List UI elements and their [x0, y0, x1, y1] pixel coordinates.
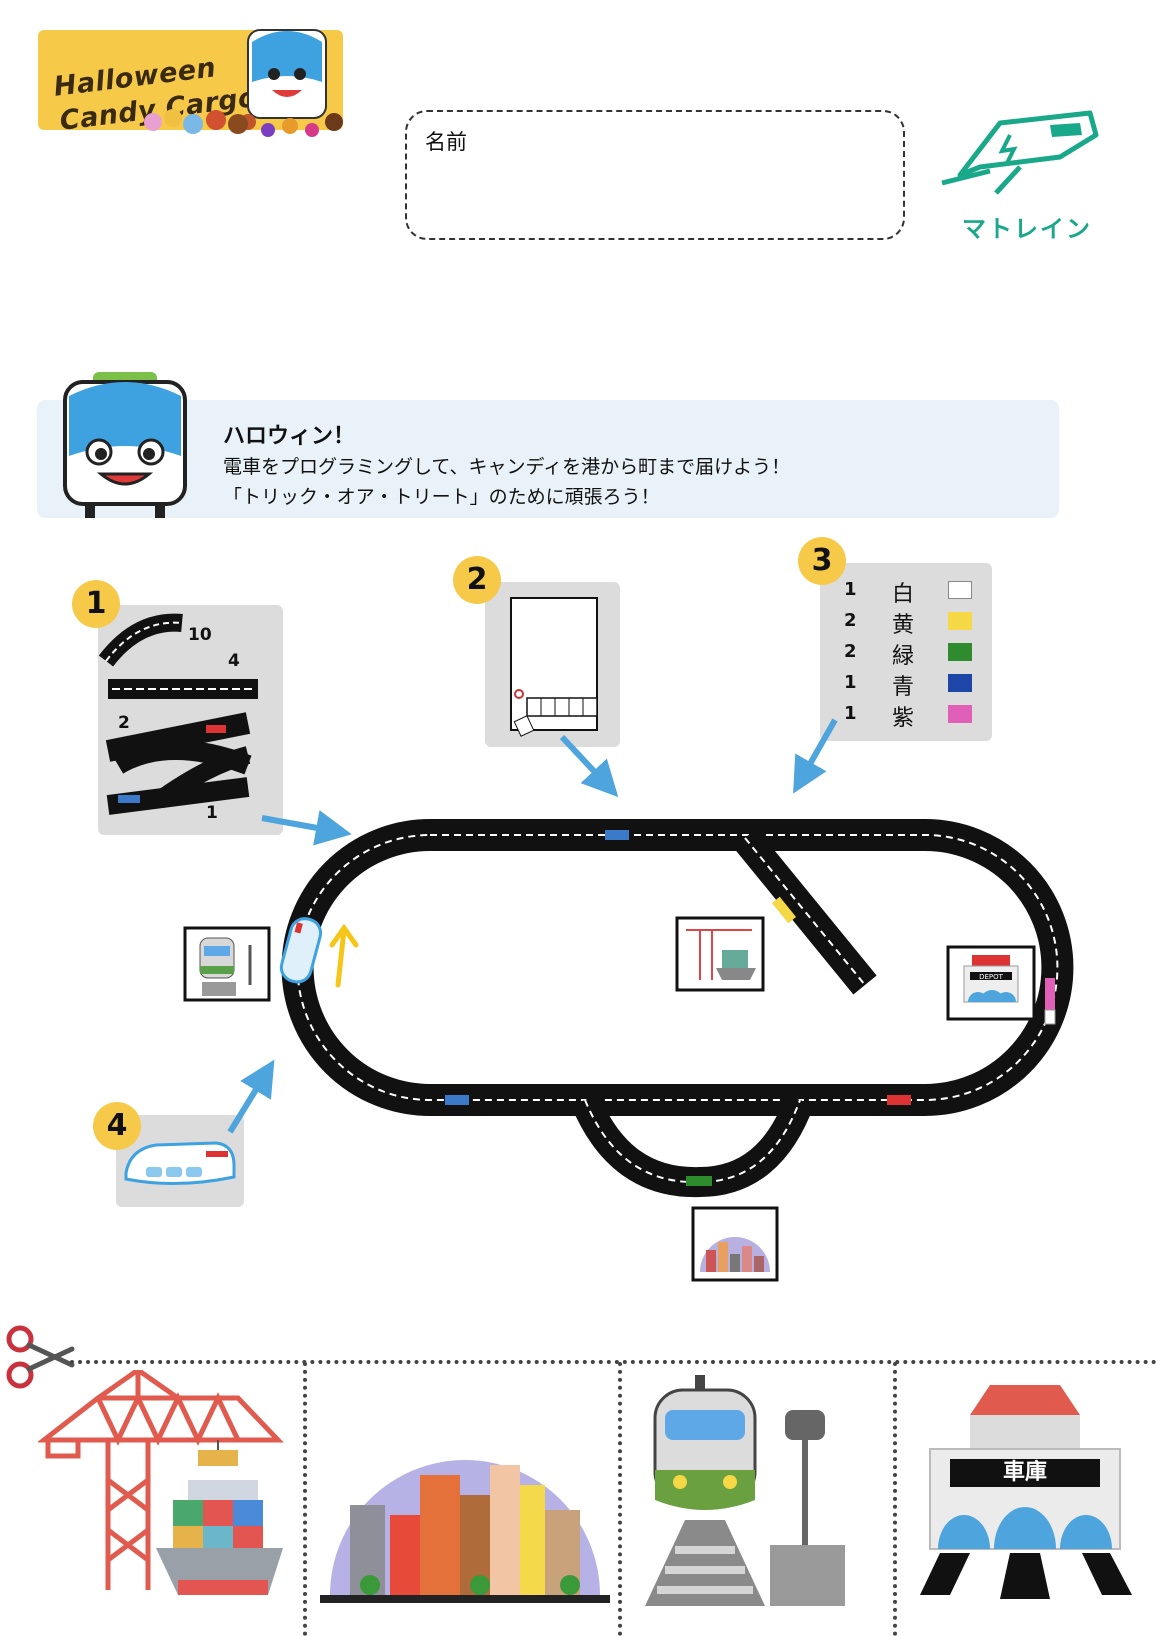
legend-row-green: 2 緑 — [820, 637, 990, 669]
cut-line — [70, 1360, 1157, 1364]
green-swatch — [948, 643, 972, 661]
step1-track-parts-panel: 10 4 2 1 — [98, 605, 283, 835]
legend-count: 2 — [844, 610, 857, 631]
red-code — [887, 1095, 911, 1105]
white-swatch — [948, 581, 972, 599]
step2-arrow — [559, 734, 619, 798]
legend-count: 1 — [844, 703, 857, 724]
cut-divider — [893, 1362, 897, 1636]
depot-sign-text: DEPOT — [979, 973, 1004, 981]
train-icon — [124, 1141, 236, 1186]
white-code — [1044, 1009, 1056, 1025]
crane-ship-icon — [38, 1370, 284, 1595]
purple-code — [1045, 978, 1055, 1010]
legend-color-name: 黄 — [892, 613, 915, 638]
green-code — [686, 1176, 712, 1186]
track-parts-icon — [98, 613, 258, 815]
blue-code-top — [605, 830, 629, 840]
matrain-logo-icon — [941, 110, 1099, 195]
step2-badge: 2 — [453, 556, 501, 604]
step3-color-legend-panel: 1 白 2 黄 2 緑 1 青 1 紫 — [820, 563, 992, 741]
legend-color-name: 白 — [892, 582, 915, 607]
yellow-code — [771, 896, 797, 924]
legend-row-purple: 1 紫 — [820, 699, 990, 731]
legend-row-blue: 1 青 — [820, 668, 990, 700]
step4-arrow — [227, 1059, 275, 1134]
legend-color-name: 青 — [892, 675, 915, 700]
blue-code-bottom — [445, 1095, 469, 1105]
depot-icon — [920, 1385, 1132, 1599]
brand-name: マトレイン — [962, 215, 1092, 243]
intro-line2: 「トリック・オア・トリート」のために頑張ろう！ — [223, 486, 660, 508]
step4-train-panel — [116, 1115, 244, 1207]
yellow-swatch — [948, 612, 972, 630]
legend-color-name: 紫 — [892, 706, 915, 731]
step4-badge: 4 — [93, 1102, 141, 1150]
purple-swatch — [948, 705, 972, 723]
depot-label: 車庫 — [950, 1459, 1100, 1487]
straight-count: 4 — [228, 651, 240, 671]
step2-paper-panel — [485, 582, 620, 747]
track-map: DEPOT — [183, 718, 1074, 1282]
paper-cut-icon — [510, 597, 598, 737]
legend-row-yellow: 2 黄 — [820, 606, 990, 638]
legend-count: 1 — [844, 672, 857, 693]
step3-badge: 3 — [798, 537, 846, 585]
step3-arrow — [793, 718, 838, 794]
intro-panel: ハロウィン！ 電車をプログラミングして、キャンディを港から町まで届けよう！ 「ト… — [37, 372, 1059, 518]
step1-arrow — [261, 810, 352, 846]
direction-arrow-icon — [329, 923, 359, 988]
matrain-brand: マトレイン — [940, 105, 1115, 245]
halloween-candy-cargo-logo: Halloween Candy Cargo — [38, 29, 343, 142]
name-label: 名前 — [425, 130, 467, 154]
train-on-track-icon — [279, 917, 323, 984]
city-icon — [320, 1460, 610, 1603]
legend-count: 2 — [844, 641, 857, 662]
scissors-icon — [6, 1325, 75, 1389]
intro-line1: 電車をプログラミングして、キャンディを港から町まで届けよう！ — [223, 456, 791, 478]
name-field[interactable]: 名前 — [405, 110, 905, 240]
curve-count: 10 — [188, 625, 212, 645]
depot-card: 車庫 — [910, 1375, 1140, 1605]
intro-title: ハロウィン！ — [223, 424, 356, 449]
switch-count-2: 1 — [206, 803, 218, 823]
step1-badge: 1 — [72, 580, 120, 628]
legend-color-name: 緑 — [892, 644, 915, 669]
blue-swatch — [948, 674, 972, 692]
mascot-icon — [63, 372, 187, 518]
cut-divider — [303, 1362, 307, 1636]
station-train-icon — [645, 1375, 845, 1606]
cut-divider — [618, 1362, 622, 1636]
switch-count: 2 — [118, 713, 130, 733]
legend-row-white: 1 白 — [820, 575, 990, 607]
candy-pile-icon — [144, 109, 248, 134]
legend-count: 1 — [844, 579, 857, 600]
